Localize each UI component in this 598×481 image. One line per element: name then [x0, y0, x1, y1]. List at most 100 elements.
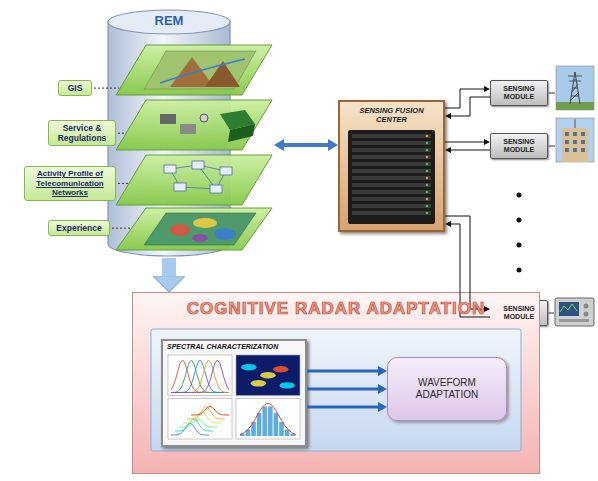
spectrogram-blob	[251, 380, 266, 386]
device-icon	[180, 124, 196, 134]
sensing-module: SENSING MODULE	[490, 80, 548, 106]
server-slot	[352, 183, 431, 187]
server-led	[426, 163, 428, 165]
layer-plane	[116, 100, 272, 150]
connector	[307, 405, 378, 408]
plane-shape	[116, 155, 272, 205]
layer-label: GIS	[58, 80, 92, 96]
layer-name: GIS	[62, 83, 88, 93]
waterfall-line	[191, 406, 229, 415]
network-node	[220, 167, 232, 175]
layer-label: Experience	[48, 220, 110, 236]
waveform-box: WAVEFORM ADAPTATION	[387, 357, 507, 421]
plane-shape	[116, 208, 272, 250]
spectrogram-blob	[260, 372, 275, 378]
server-led	[426, 170, 428, 172]
plot-frame	[168, 355, 232, 396]
spectrogram-blob	[273, 366, 288, 372]
network-node	[210, 185, 222, 193]
layer-plane	[116, 208, 272, 250]
fit-curve	[240, 404, 296, 435]
experience-spot	[170, 224, 190, 236]
spectral-box: SPECTRAL CHARACTERIZATION	[161, 339, 307, 447]
connector	[307, 370, 378, 373]
spectrogram-blob	[280, 382, 295, 388]
connector	[445, 142, 484, 143]
server-slot	[352, 141, 431, 145]
network-node	[192, 161, 204, 169]
network-node	[164, 165, 176, 173]
connector	[451, 224, 490, 317]
device-icon	[160, 114, 176, 124]
tower-photo	[556, 66, 594, 110]
cylinder-top	[108, 10, 230, 34]
spectral-plot	[236, 355, 300, 396]
adaptation-panel: COGNITIVE RADAR ADAPTATIONSPECTRAL CHARA…	[132, 292, 540, 474]
layer-plane	[116, 45, 272, 95]
coverage-solid	[228, 124, 255, 142]
histogram-bar	[257, 413, 262, 436]
server-led	[426, 191, 428, 193]
leader-line	[94, 88, 119, 89]
server-slot	[352, 204, 431, 208]
connector	[451, 97, 490, 116]
layer-plane	[116, 155, 272, 205]
connector	[445, 216, 484, 309]
plot-curve	[171, 360, 229, 392]
server-led	[426, 135, 428, 137]
plot-frame	[168, 399, 232, 440]
ellipsis-dots	[517, 193, 522, 273]
module-photo-wire	[548, 93, 555, 313]
server-slot	[352, 197, 431, 201]
server-led	[426, 184, 428, 186]
fusion-title: SENSING FUSION CENTER	[344, 106, 439, 124]
server-slot	[352, 155, 431, 159]
layer-name: Service & Regulations	[52, 123, 112, 143]
layer-label: Service & Regulations	[48, 120, 116, 146]
plot-curve	[171, 360, 229, 393]
server-slot	[352, 190, 431, 194]
experience-map	[144, 213, 256, 245]
experience-spot	[193, 218, 217, 228]
map-tile	[144, 51, 256, 89]
server-slot	[352, 148, 431, 152]
server-led	[426, 177, 428, 179]
network-node	[174, 183, 186, 191]
plot-frame	[236, 355, 300, 396]
connector	[284, 143, 328, 147]
spectral-plot	[236, 399, 300, 440]
plot-curve	[171, 360, 229, 392]
server-slot	[352, 176, 431, 180]
histogram-bar	[268, 406, 273, 436]
experience-spot	[214, 228, 236, 240]
analyzer-photo	[555, 298, 594, 326]
spectral-plot	[168, 355, 232, 396]
connector	[162, 258, 176, 276]
rem-database: REM GIS Service & RegulationsActivity Prof…	[20, 4, 274, 258]
histogram-bar	[274, 413, 279, 436]
leader-line	[118, 183, 128, 184]
map-relief	[170, 57, 214, 87]
device-icon	[200, 114, 208, 122]
inner-panel	[151, 329, 521, 451]
server-led	[426, 142, 428, 144]
spectral-box-art	[163, 341, 305, 445]
histogram-bar	[262, 406, 267, 436]
server-led	[426, 212, 428, 214]
layer-label: Activity Profile of Telecomunication Net…	[24, 166, 116, 201]
server-slot	[352, 169, 431, 173]
server-led	[426, 198, 428, 200]
connector	[451, 150, 490, 151]
module-name: SENSING MODULE	[494, 85, 544, 101]
plot-frame	[236, 399, 300, 440]
plot-curve	[171, 361, 229, 393]
experience-spot	[192, 234, 208, 242]
database-title: REM	[129, 14, 209, 28]
spectrogram-blob	[241, 364, 256, 370]
leader-line	[112, 228, 131, 229]
plane-shape	[116, 100, 272, 150]
sensing-module: SENSING MODULE	[490, 133, 548, 159]
box-title: WAVEFORM ADAPTATION	[396, 377, 498, 402]
spectral-plot	[168, 399, 232, 440]
